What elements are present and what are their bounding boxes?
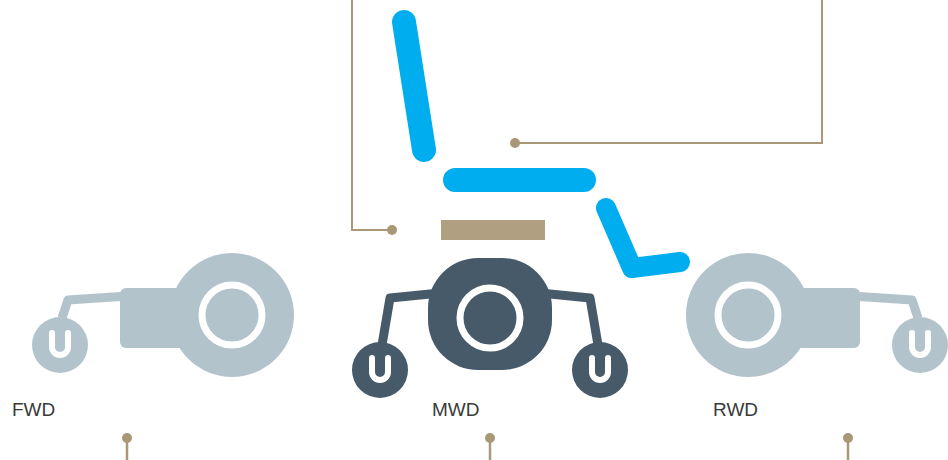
drive-label: FWD: [12, 400, 55, 419]
seat: [404, 22, 680, 268]
fwd-base: [32, 253, 294, 377]
leader-lines: [352, 0, 822, 230]
pin-dots: [122, 433, 853, 443]
drive-label: MWD: [432, 400, 479, 419]
rwd-base: [686, 253, 948, 377]
mwd-base: [352, 258, 628, 398]
seat-lift: [441, 220, 545, 240]
drive-label: RWD: [713, 400, 758, 419]
